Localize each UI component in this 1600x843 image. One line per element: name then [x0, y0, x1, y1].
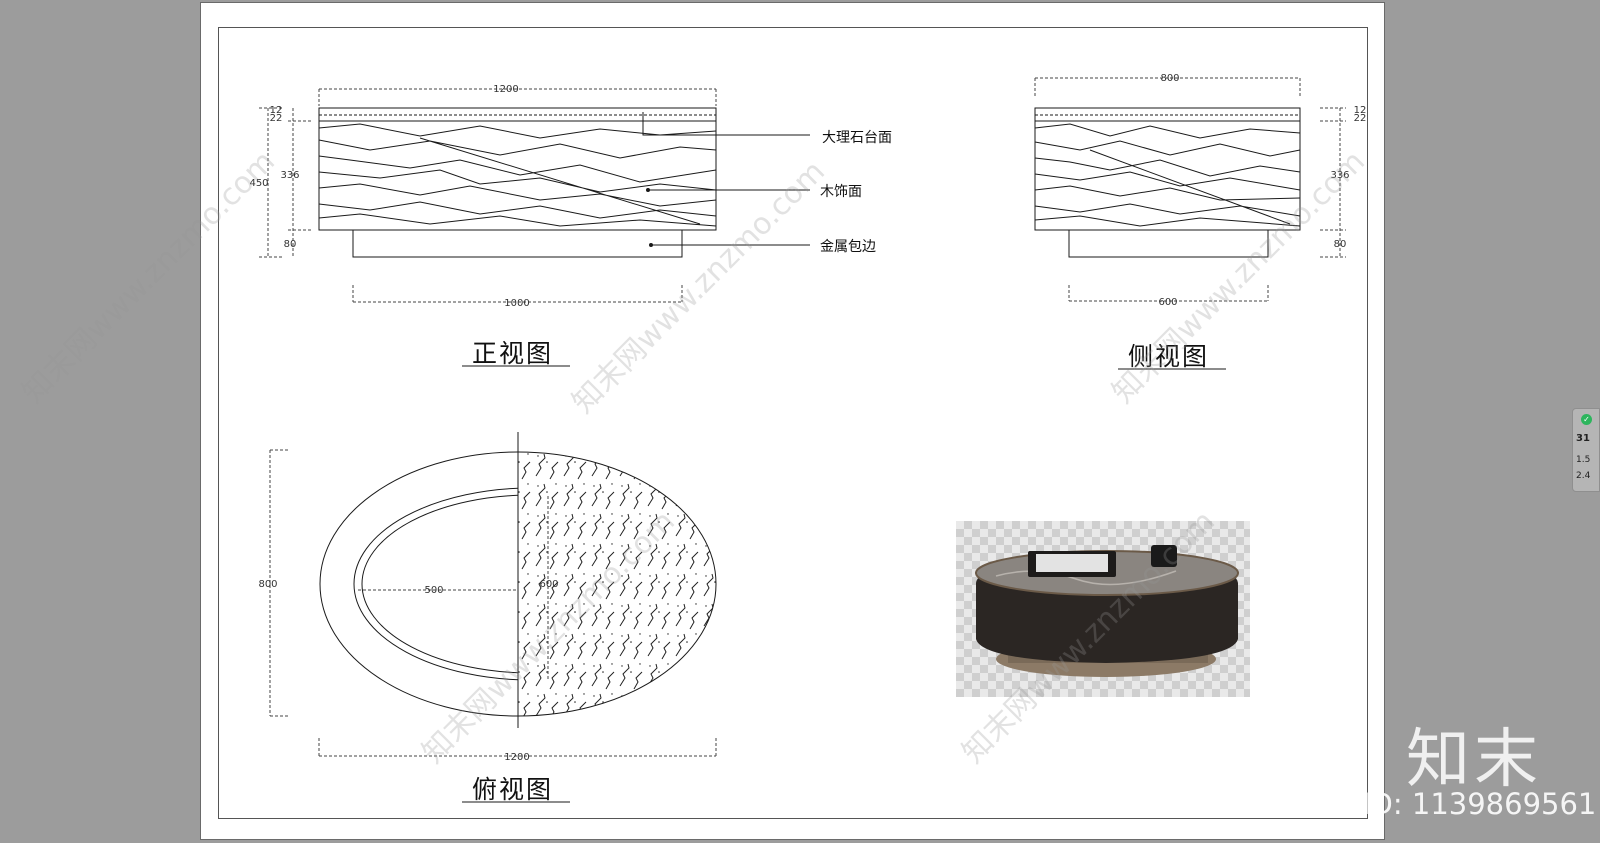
dim-front-top-a: 12 [270, 105, 283, 116]
side-view [1034, 77, 1346, 302]
drawing-sheet [200, 2, 1385, 840]
dim-side-body-height: 336 [1330, 170, 1349, 181]
dim-side-top-a: 12 [1354, 105, 1367, 116]
product-photo [956, 521, 1250, 697]
widget-value-2: 1.5 [1576, 455, 1591, 465]
front-metal-base [352, 229, 683, 258]
dim-side-width: 800 [1160, 73, 1179, 84]
side-body [1034, 120, 1301, 231]
leader-lines [642, 112, 810, 247]
dim-front-top-b: 22 [270, 113, 283, 124]
dim-top-depth: 800 [258, 579, 277, 590]
dim-top-width: 1200 [504, 752, 529, 763]
front-wood-grain [318, 123, 717, 227]
title-underlines [462, 365, 1226, 803]
dim-front-width: 1200 [493, 84, 518, 95]
side-metal-base [1068, 229, 1269, 258]
title-top-view: 俯视图 [472, 775, 554, 804]
dim-front-height: 450 [249, 178, 268, 189]
top-inner-ellipse-2 [361, 494, 518, 674]
table-vase [1151, 545, 1177, 567]
top-marble-ellipse [518, 451, 717, 717]
dim-side-top-b: 22 [1354, 113, 1367, 124]
side-tool-widget[interactable]: ✓ 31 1.5 2.4 [1572, 408, 1600, 492]
check-icon: ✓ [1581, 414, 1592, 425]
brand-watermark: 知末 [1406, 723, 1542, 797]
label-marble-top: 大理石台面 [822, 130, 892, 146]
top-outer-ellipse [319, 451, 518, 717]
dim-top-inner-width: 500 [424, 585, 443, 596]
label-metal-edge: 金属包边 [820, 239, 876, 255]
widget-value-1: 31 [1576, 433, 1590, 444]
drawing-frame [218, 27, 1368, 819]
top-view-right-half [518, 451, 717, 717]
top-inner-ellipse-1 [353, 487, 518, 681]
dim-front-base-height: 80 [284, 239, 297, 250]
coffee-table-image [975, 545, 1239, 677]
label-wood-face: 木饰面 [820, 184, 862, 200]
top-view-left-half [319, 451, 518, 717]
top-view [269, 432, 717, 757]
dim-side-base-height: 80 [1334, 239, 1347, 250]
dim-top-inner-depth: 600 [539, 579, 558, 590]
front-view [259, 88, 717, 303]
dim-side-base-width: 600 [1158, 297, 1177, 308]
widget-value-3: 2.4 [1576, 471, 1591, 481]
dim-front-base-width: 1000 [504, 298, 529, 309]
title-side-view: 侧视图 [1128, 342, 1210, 371]
tray-book [1036, 554, 1108, 572]
side-wood-grain [1034, 123, 1301, 227]
image-id: ID: 1139869561 [1362, 787, 1597, 821]
dim-front-body-height: 336 [280, 170, 299, 181]
front-body [318, 120, 717, 231]
title-front-view: 正视图 [472, 339, 554, 368]
